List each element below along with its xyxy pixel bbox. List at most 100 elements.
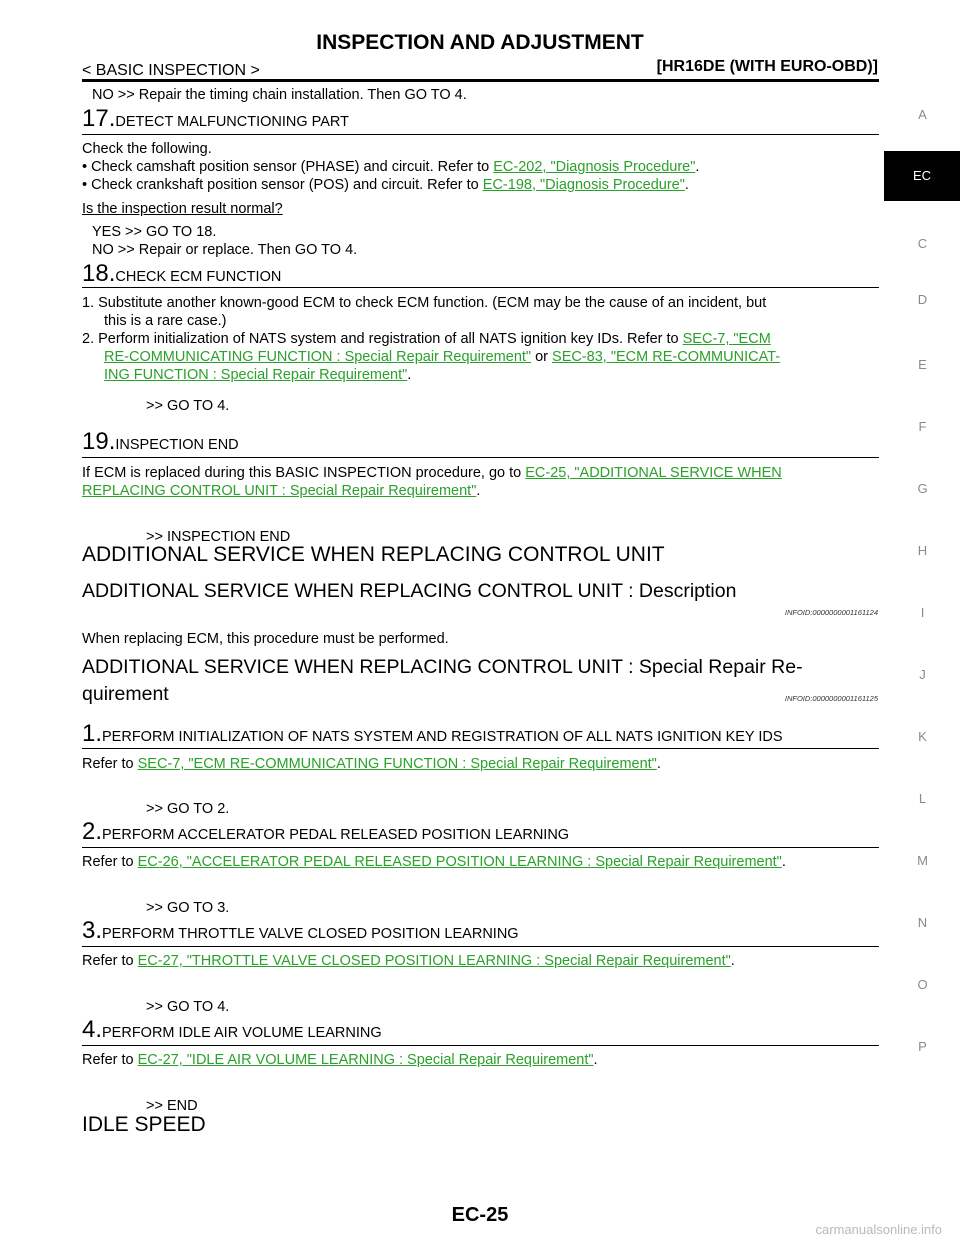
step-17-yes: YES >> GO TO 18. bbox=[92, 224, 217, 240]
refer-text: Refer to bbox=[82, 953, 138, 969]
step-17-title: DETECT MALFUNCTIONING PART bbox=[115, 114, 350, 130]
step-19-title: INSPECTION END bbox=[115, 437, 239, 453]
sidebar-letter-n[interactable]: N bbox=[917, 915, 928, 930]
period: . bbox=[781, 854, 786, 870]
proc-step-2-number: 2. bbox=[82, 818, 103, 845]
proc-step-3-title: PERFORM THROTTLE VALVE CLOSED POSITION L… bbox=[102, 926, 519, 942]
sidebar-letter-k[interactable]: K bbox=[918, 729, 927, 744]
link-ec-27-idle[interactable]: EC-27, "IDLE AIR VOLUME LEARNING : Speci… bbox=[137, 1052, 594, 1068]
section-label: < BASIC INSPECTION > bbox=[82, 62, 260, 79]
link-sec-83-a[interactable]: SEC-83, "ECM RE-COMMUNICAT- bbox=[552, 349, 781, 365]
link-ec-25-b[interactable]: REPLACING CONTROL UNIT : Special Repair … bbox=[82, 483, 477, 499]
step-19-number: 19. bbox=[82, 428, 116, 455]
step-17-rule bbox=[82, 134, 879, 135]
description-text: When replacing ECM, this procedure must … bbox=[82, 631, 449, 647]
step-17-question: Is the inspection result normal? bbox=[82, 201, 283, 217]
refer-text: Refer to bbox=[82, 756, 138, 772]
sidebar-tab-ec[interactable]: EC bbox=[884, 151, 960, 201]
proc-step-1-refer: Refer to SEC-7, "ECM RE-COMMUNICATING FU… bbox=[82, 755, 661, 773]
link-ec-202[interactable]: EC-202, "Diagnosis Procedure" bbox=[493, 159, 696, 175]
proc-step-3-refer: Refer to EC-27, "THROTTLE VALVE CLOSED P… bbox=[82, 952, 735, 970]
header-rule bbox=[82, 79, 879, 82]
link-ec-198[interactable]: EC-198, "Diagnosis Procedure" bbox=[482, 177, 685, 193]
period: . bbox=[695, 159, 700, 175]
step-17-bullet-2: • Check crankshaft position sensor (POS)… bbox=[82, 176, 689, 194]
sidebar-letter-l[interactable]: L bbox=[918, 791, 927, 806]
period: . bbox=[593, 1052, 598, 1068]
infoid-srr: INFOID:0000000001161125 bbox=[784, 694, 878, 703]
sidebar-letter-m[interactable]: M bbox=[917, 853, 928, 868]
link-ec-27-throttle[interactable]: EC-27, "THROTTLE VALVE CLOSED POSITION L… bbox=[137, 953, 731, 969]
step-17-heading: 17.DETECT MALFUNCTIONING PART bbox=[82, 105, 349, 133]
step-18-item-2c: ING FUNCTION : Special Repair Requiremen… bbox=[104, 366, 411, 384]
subsection-heading-description: ADDITIONAL SERVICE WHEN REPLACING CONTRO… bbox=[82, 580, 737, 602]
step-19-rule bbox=[82, 457, 879, 458]
sidebar-letter-d[interactable]: D bbox=[917, 292, 928, 307]
link-sec-7[interactable]: SEC-7, "ECM RE-COMMUNICATING FUNCTION : … bbox=[137, 756, 657, 772]
proc-step-4-refer: Refer to EC-27, "IDLE AIR VOLUME LEARNIN… bbox=[82, 1051, 598, 1069]
sidebar-letter-g[interactable]: G bbox=[917, 481, 928, 496]
step-19-paragraph-2: REPLACING CONTROL UNIT : Special Repair … bbox=[82, 482, 480, 500]
step-18-rule bbox=[82, 287, 879, 288]
refer-text: Refer to bbox=[82, 854, 138, 870]
link-sec-7-b[interactable]: RE-COMMUNICATING FUNCTION : Special Repa… bbox=[104, 349, 532, 365]
step-19-paragraph-1: If ECM is replaced during this BASIC INS… bbox=[82, 464, 782, 482]
bullet-text: • Check crankshaft position sensor (POS)… bbox=[82, 177, 483, 193]
sidebar-letter-o[interactable]: O bbox=[917, 977, 928, 992]
sidebar-letter-i[interactable]: I bbox=[920, 605, 925, 620]
bullet-text: • Check camshaft position sensor (PHASE)… bbox=[82, 159, 494, 175]
link-ec-26[interactable]: EC-26, "ACCELERATOR PEDAL RELEASED POSIT… bbox=[137, 854, 782, 870]
sidebar-letter-j[interactable]: J bbox=[919, 667, 926, 682]
subsection-heading-srr-line-2: quirement bbox=[82, 683, 169, 705]
or-text: or bbox=[531, 349, 553, 365]
proc-step-2-heading: 2.PERFORM ACCELERATOR PEDAL RELEASED POS… bbox=[82, 818, 569, 846]
sidebar-letter-a[interactable]: A bbox=[918, 107, 927, 122]
proc-step-1-goto: >> GO TO 2. bbox=[146, 801, 230, 817]
proc-step-3-heading: 3.PERFORM THROTTLE VALVE CLOSED POSITION… bbox=[82, 917, 519, 945]
sidebar-letter-h[interactable]: H bbox=[917, 543, 928, 558]
infoid-description: INFOID:0000000001161124 bbox=[784, 608, 878, 617]
period: . bbox=[656, 756, 661, 772]
proc-step-4-title: PERFORM IDLE AIR VOLUME LEARNING bbox=[102, 1025, 382, 1041]
step-18-heading: 18.CHECK ECM FUNCTION bbox=[82, 260, 281, 288]
subsection-heading-srr-line-1: ADDITIONAL SERVICE WHEN REPLACING CONTRO… bbox=[82, 656, 803, 678]
link-ec-25-a[interactable]: EC-25, "ADDITIONAL SERVICE WHEN bbox=[525, 465, 782, 481]
step-17-intro: Check the following. bbox=[82, 141, 212, 157]
step-17-number: 17. bbox=[82, 105, 116, 132]
proc-step-3-goto: >> GO TO 4. bbox=[146, 999, 230, 1015]
period: . bbox=[684, 177, 689, 193]
proc-step-4-number: 4. bbox=[82, 1016, 103, 1043]
link-sec-83-b[interactable]: ING FUNCTION : Special Repair Requiremen… bbox=[104, 367, 408, 383]
step-18-item-1a: 1. Substitute another known-good ECM to … bbox=[82, 295, 767, 311]
watermark: carmanualsonline.info bbox=[815, 1222, 942, 1237]
sidebar-letter-e[interactable]: E bbox=[918, 357, 927, 372]
proc-step-3-rule bbox=[82, 946, 879, 947]
step-19-end: >> INSPECTION END bbox=[146, 529, 291, 545]
proc-step-3-number: 3. bbox=[82, 917, 103, 944]
proc-step-4-end: >> END bbox=[146, 1098, 198, 1114]
proc-step-1-rule bbox=[82, 748, 879, 749]
proc-step-2-goto: >> GO TO 3. bbox=[146, 900, 230, 916]
section-heading-additional-service: ADDITIONAL SERVICE WHEN REPLACING CONTRO… bbox=[82, 543, 665, 566]
period: . bbox=[730, 953, 735, 969]
step-18-number: 18. bbox=[82, 260, 116, 287]
proc-step-1-number: 1. bbox=[82, 720, 103, 747]
proc-step-1-heading: 1.PERFORM INITIALIZATION OF NATS SYSTEM … bbox=[82, 720, 783, 748]
step-18-item-2a: 2. Perform initialization of NATS system… bbox=[82, 330, 771, 348]
model-label: [HR16DE (WITH EURO-OBD)] bbox=[656, 58, 878, 75]
step-17-bullet-1: • Check camshaft position sensor (PHASE)… bbox=[82, 158, 699, 176]
sidebar-letter-p[interactable]: P bbox=[918, 1039, 927, 1054]
link-sec-7-a[interactable]: SEC-7, "ECM bbox=[682, 331, 771, 347]
sidebar-letter-f[interactable]: F bbox=[918, 419, 927, 434]
paragraph-text: If ECM is replaced during this BASIC INS… bbox=[82, 465, 526, 481]
section-heading-idle-speed: IDLE SPEED bbox=[82, 1113, 206, 1136]
step-18-item-1b: this is a rare case.) bbox=[104, 313, 227, 329]
proc-step-2-title: PERFORM ACCELERATOR PEDAL RELEASED POSIT… bbox=[102, 827, 570, 843]
no-timing-line: NO >> Repair the timing chain installati… bbox=[92, 87, 467, 103]
proc-step-4-rule bbox=[82, 1045, 879, 1046]
step-18-title: CHECK ECM FUNCTION bbox=[115, 269, 282, 285]
step-17-no: NO >> Repair or replace. Then GO TO 4. bbox=[92, 242, 358, 258]
refer-text: Refer to bbox=[82, 1052, 138, 1068]
sidebar-letter-c[interactable]: C bbox=[917, 236, 928, 251]
proc-step-2-refer: Refer to EC-26, "ACCELERATOR PEDAL RELEA… bbox=[82, 853, 786, 871]
